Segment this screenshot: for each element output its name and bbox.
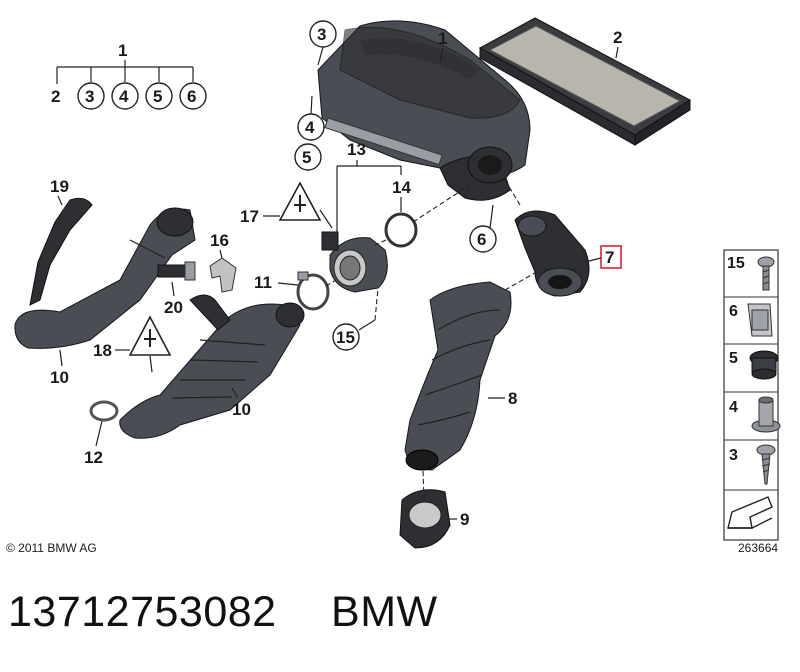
hardware-panel: 15 6 5 4 3: [723, 249, 781, 541]
callout-ring: [469, 225, 497, 253]
warning-triangle-18: [128, 315, 172, 356]
callout-20: 20: [164, 298, 183, 317]
intake-elbow: [504, 179, 590, 297]
callout-17: 17: [240, 207, 259, 226]
assembly-legend: 1 2 3 4 5 6: [51, 41, 207, 110]
callout-15: 15: [336, 328, 355, 347]
legend-child-number: 3: [85, 87, 94, 106]
filter-element: [478, 17, 691, 146]
hardware-item-15: 15: [727, 255, 745, 272]
callout-14: 14: [392, 178, 411, 197]
hose-clamp-small: [89, 400, 119, 422]
callout-13: 13: [347, 140, 366, 159]
callout-19: 19: [50, 177, 69, 196]
legend-ring: [111, 82, 139, 110]
callout-8: 8: [508, 389, 517, 408]
callout-18: 18: [93, 341, 112, 360]
legend-parent-number: 1: [118, 41, 127, 60]
intake-snout: [399, 469, 451, 549]
legend-child-number: 2: [51, 87, 60, 106]
legend-child-number: 5: [153, 87, 162, 106]
callout-7: 7: [605, 248, 614, 267]
clip-nut-icon: [747, 303, 773, 337]
mass-air-flow-sensor: [321, 231, 388, 293]
hose-clamp: [296, 271, 337, 311]
callout-10-upper: 10: [50, 368, 69, 387]
warning-triangle-17: [278, 181, 322, 221]
legend-child-number: 4: [119, 87, 129, 106]
callout-9: 9: [460, 510, 469, 529]
legend-child-number: 6: [187, 87, 196, 106]
hardware-item-5: 5: [729, 350, 738, 367]
part-number: 13712753082: [8, 588, 277, 636]
callout-10-lower: 10: [232, 400, 251, 419]
hardware-item-3: 3: [729, 447, 738, 464]
diagram-reference-number: 263664: [738, 541, 779, 555]
intake-pipe-upper: [14, 207, 196, 349]
callout-11: 11: [254, 273, 272, 292]
sensor: [157, 261, 196, 281]
callout-3: 3: [317, 25, 326, 44]
clip: [209, 257, 237, 293]
callout-ring: [332, 323, 360, 351]
highlight-box: [600, 245, 622, 269]
hardware-item-6: 6: [729, 303, 738, 320]
legend-ring: [145, 82, 173, 110]
air-filter-housing: [317, 20, 531, 201]
callout-5: 5: [302, 148, 311, 167]
part-number-caption: 13712753082 BMW: [8, 588, 438, 637]
legend-ring: [179, 82, 207, 110]
copyright-notice: © 2011 BMW AG: [6, 541, 97, 555]
hardware-item-4: 4: [729, 399, 738, 416]
legend-ring: [77, 82, 105, 110]
bushing-icon: [751, 396, 781, 433]
callout-1: 1: [438, 29, 447, 48]
callout-16: 16: [210, 231, 229, 250]
screw-icon: [757, 256, 775, 291]
breather-hose: [29, 197, 93, 306]
callout-6: 6: [477, 230, 486, 249]
brand-name: BMW: [331, 588, 438, 636]
self-tapping-screw-icon: [756, 444, 776, 485]
callout-ring: [294, 143, 322, 171]
intake-duct: [404, 269, 541, 471]
callout-4: 4: [305, 118, 315, 137]
direction-arrow-icon: [727, 496, 773, 529]
seal-ring: [374, 184, 471, 248]
grommet-icon: [749, 350, 779, 380]
callout-12: 12: [84, 448, 103, 467]
callout-2: 2: [613, 28, 622, 47]
resonator-pipe: [119, 294, 305, 439]
